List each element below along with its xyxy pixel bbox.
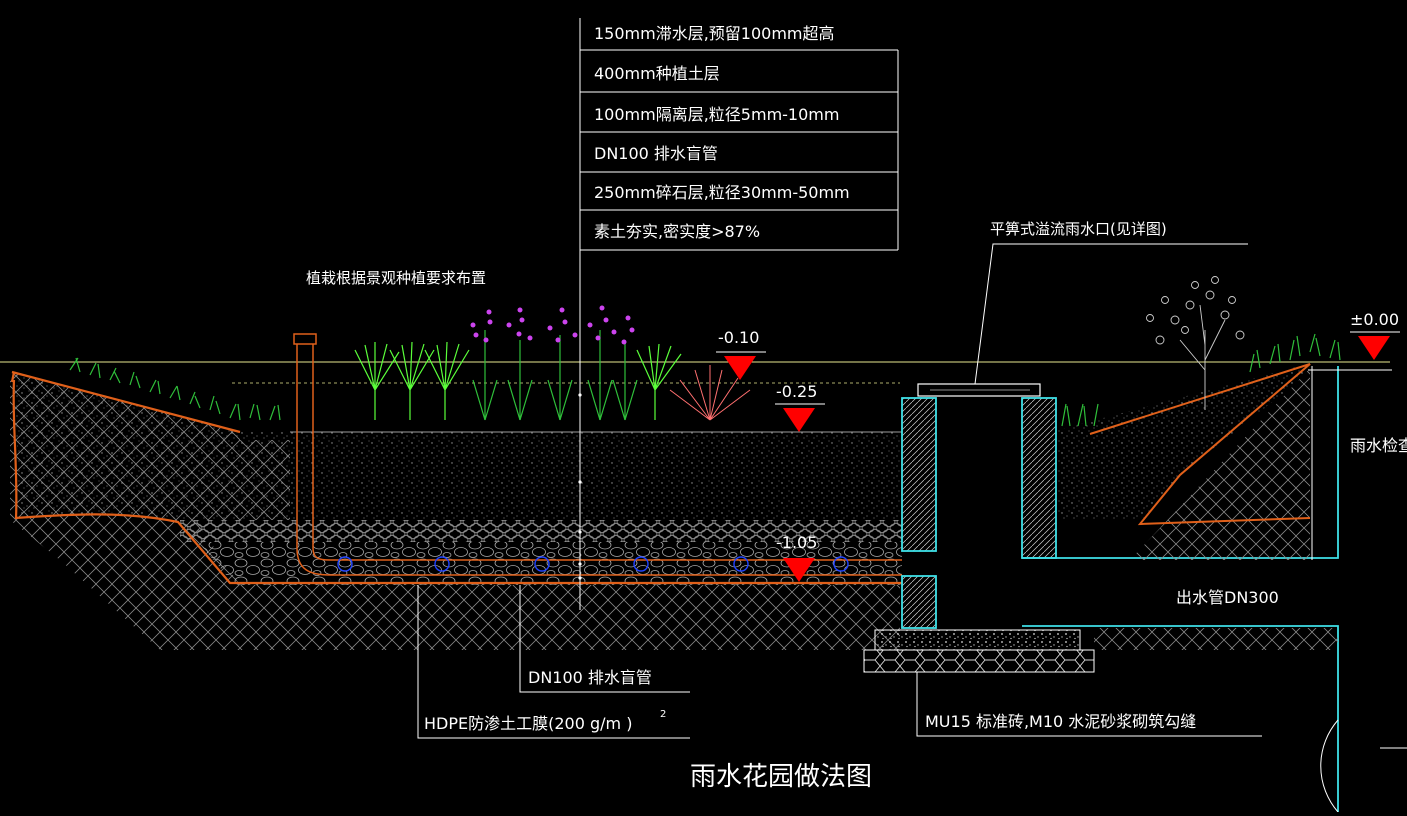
right-geomembrane — [1089, 363, 1311, 526]
left-grass — [69, 357, 281, 421]
drain-pipe-sections — [337, 556, 849, 572]
overflow-inlet-label: 平箅式溢流雨水口(见详图) — [990, 220, 1167, 238]
elevation-ground: ±0.00 — [1350, 310, 1400, 329]
right-native-soil — [1056, 368, 1310, 560]
layer-label-isolation: 100mm隔离层,粒径5mm-10mm — [594, 105, 840, 124]
outlet-pipe-label: 出水管DN300 — [1176, 588, 1279, 607]
elevation-ponding: -0.10 — [718, 328, 760, 347]
hdpe-geomembrane — [11, 370, 902, 585]
layer-label-planting-soil: 400mm种植土层 — [594, 64, 720, 83]
shrub-group — [354, 341, 682, 420]
left-slope-soil — [14, 372, 290, 520]
planting-soil-layer — [290, 432, 902, 520]
isolation-layer — [180, 520, 902, 542]
drawing-title: 雨水花园做法图 — [690, 762, 873, 792]
planting-note: 植栽根据景观种植要求布置 — [306, 269, 487, 287]
hdpe-geomembrane-edge — [10, 371, 16, 383]
right-grass — [1061, 333, 1341, 427]
overflow-well — [863, 366, 1339, 812]
layer-label-gravel: 250mm碎石层,粒径30mm-50mm — [594, 183, 850, 202]
flower-group — [470, 305, 638, 421]
geomembrane-superscript: 2 — [660, 709, 667, 720]
layer-label-compacted-soil: 素土夯实,密实度>87% — [594, 222, 761, 241]
drain-pipe-label: DN100 排水盲管 — [528, 668, 652, 687]
elevation-soil: -0.25 — [776, 382, 818, 401]
leader-lines — [417, 243, 1407, 813]
red-plant — [669, 365, 751, 421]
right-slope-soil — [1058, 366, 1310, 520]
brick-label: MU15 标准砖,M10 水泥砂浆砌筑勾缝 — [925, 712, 1197, 731]
layer-label-ponding: 150mm滞水层,预留100mm超高 — [594, 24, 835, 43]
observation-pipe — [293, 333, 902, 576]
inspection-well-label: 雨水检查井 — [1350, 436, 1407, 455]
elevation-bottom: -1.05 — [776, 533, 818, 552]
elevation-markers — [724, 336, 1390, 582]
layer-label-drain-pipe: DN100 排水盲管 — [594, 144, 718, 163]
right-native-soil-lower — [1094, 628, 1338, 650]
layer-index-line — [578, 18, 582, 610]
geomembrane-label: HDPE防渗土工膜(200 g/m ) — [424, 714, 633, 733]
tree — [1146, 276, 1245, 410]
layer-table-lines — [580, 49, 899, 251]
elevation-marker-lines — [716, 331, 1400, 405]
